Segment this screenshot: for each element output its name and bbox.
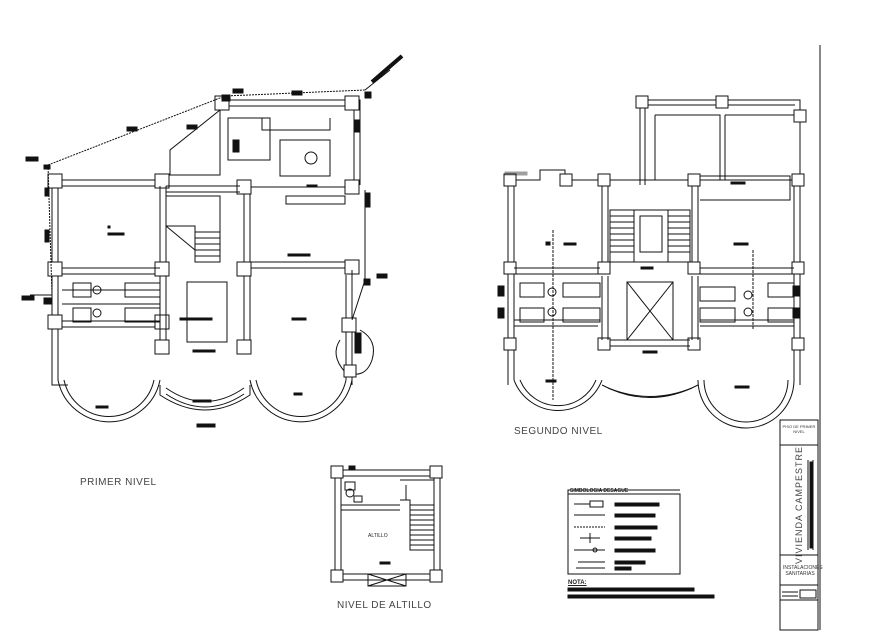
segundo-nivel-label: SEGUNDO NIVEL — [514, 426, 603, 437]
nota-label: NOTA: — [568, 580, 587, 586]
legend-title: SIMBOLOGIA DESAGUE — [570, 488, 629, 494]
floor-plan-altillo — [330, 465, 443, 587]
primer-nivel-label: PRIMER NIVEL — [80, 477, 157, 488]
title-block-project: VIVIENDA CAMPESTRE — [782, 446, 816, 564]
title-block — [779, 45, 821, 631]
floor-plan-segundo-nivel — [497, 95, 807, 429]
legend-box — [567, 489, 715, 599]
nivel-altillo-label: NIVEL DE ALTILLO — [337, 600, 432, 611]
title-block-note: PISO DE PRIMER NIVEL — [782, 424, 816, 434]
floor-plan-primer-nivel — [21, 54, 404, 428]
altillo-room-label: ALTILLO — [368, 533, 388, 539]
project-title: VIVIENDA CAMPESTRE — [794, 445, 804, 565]
title-block-sheet-name: INSTALACIONES SANITARIAS — [783, 565, 823, 577]
